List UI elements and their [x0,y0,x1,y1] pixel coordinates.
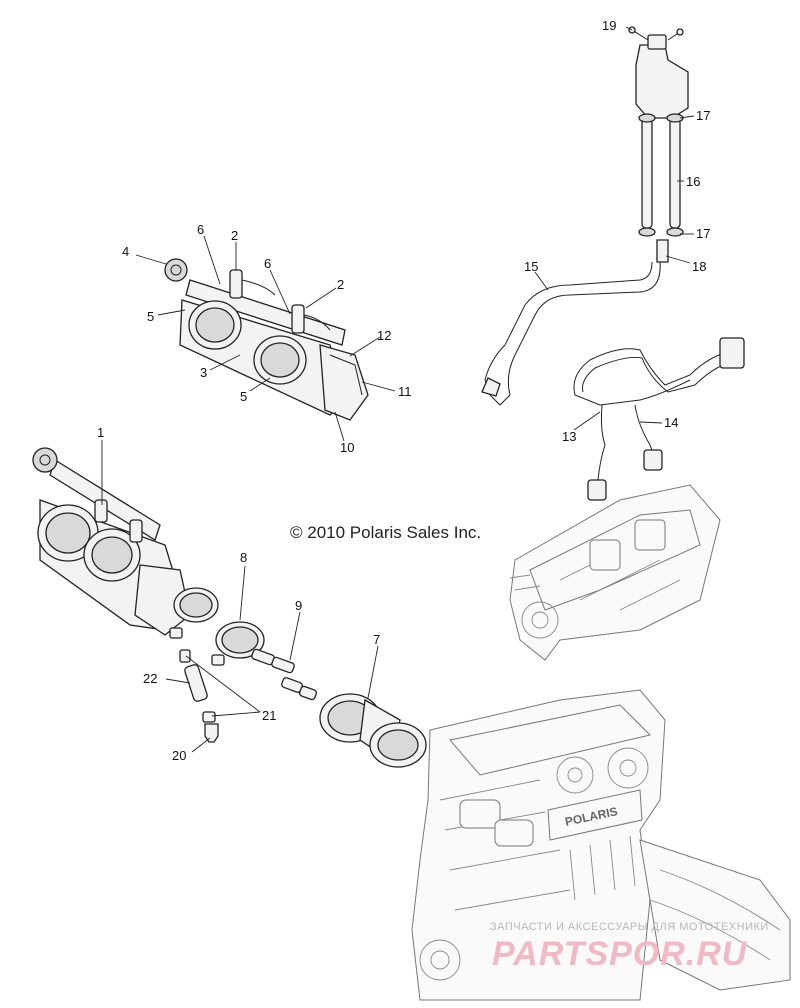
hose-16-left [641,117,653,229]
callout-17a: 17 [696,108,710,123]
callout-18: 18 [692,259,706,274]
callout-15: 15 [524,259,538,274]
fuel-hose-system [481,26,689,406]
intake-boots [319,693,427,768]
callout-12: 12 [377,328,391,343]
connector-14 [643,449,663,471]
engine-block: POLARIS [411,689,791,1001]
callout-4: 4 [122,244,129,259]
callout-6a: 6 [197,222,204,237]
callout-8: 8 [240,550,247,565]
vacuum-fittings [169,627,219,743]
tps-cover [319,344,369,421]
bolt-2 [271,656,295,674]
callout-2a: 2 [231,228,238,243]
connector-main [719,337,745,369]
callout-3: 3 [200,365,207,380]
fitting-lower [202,711,216,723]
callout-7: 7 [373,632,380,647]
leader-lines [101,26,695,753]
callout-9: 9 [295,598,302,613]
hose-clamps [173,587,265,666]
callout-11: 11 [398,384,412,399]
callout-21: 21 [262,708,276,723]
watermark: ЗАПЧАСТИ И АКСЕССУАРЫ ДЛЯ МОТОТЕХНИКИ PA… [490,921,769,973]
hose-22 [184,664,208,702]
fitting-upper [179,649,191,663]
fuel-connector-block [635,44,689,119]
throttle-body-exploded [164,258,369,421]
hose-16-right [669,117,681,229]
callout-22: 22 [143,671,157,686]
callout-19: 19 [602,18,616,33]
callout-labels: 1 2 2 3 4 5 5 6 6 7 8 9 10 11 12 13 14 1… [97,18,710,763]
injector-left [229,269,243,299]
callout-14: 14 [664,415,678,430]
pressure-regulator [164,258,188,282]
callout-10: 10 [340,440,354,455]
fitting-18 [656,239,669,263]
throttle-body-assembly [32,447,191,636]
bolt-4 [298,685,318,701]
callout-13: 13 [562,429,576,444]
callout-16: 16 [686,174,700,189]
watermark-tagline: ЗАПЧАСТИ И АКСЕССУАРЫ ДЛЯ МОТОТЕХНИКИ [490,921,769,933]
sensor-20 [204,723,219,743]
connector-13 [587,479,607,501]
wiring-harness [573,337,745,501]
callout-20: 20 [172,748,186,763]
callout-2b: 2 [337,277,344,292]
callout-17b: 17 [696,226,710,241]
hose-15 [484,261,661,406]
injector-right [291,304,305,334]
watermark-brand: PARTSPOR.RU [492,935,748,973]
upper-engine [509,484,721,661]
callout-1: 1 [97,425,104,440]
callout-5b: 5 [240,389,247,404]
copyright-text: © 2010 Polaris Sales Inc. [290,523,481,542]
callout-6b: 6 [264,256,271,271]
bolts [251,648,318,701]
callout-5a: 5 [147,309,154,324]
